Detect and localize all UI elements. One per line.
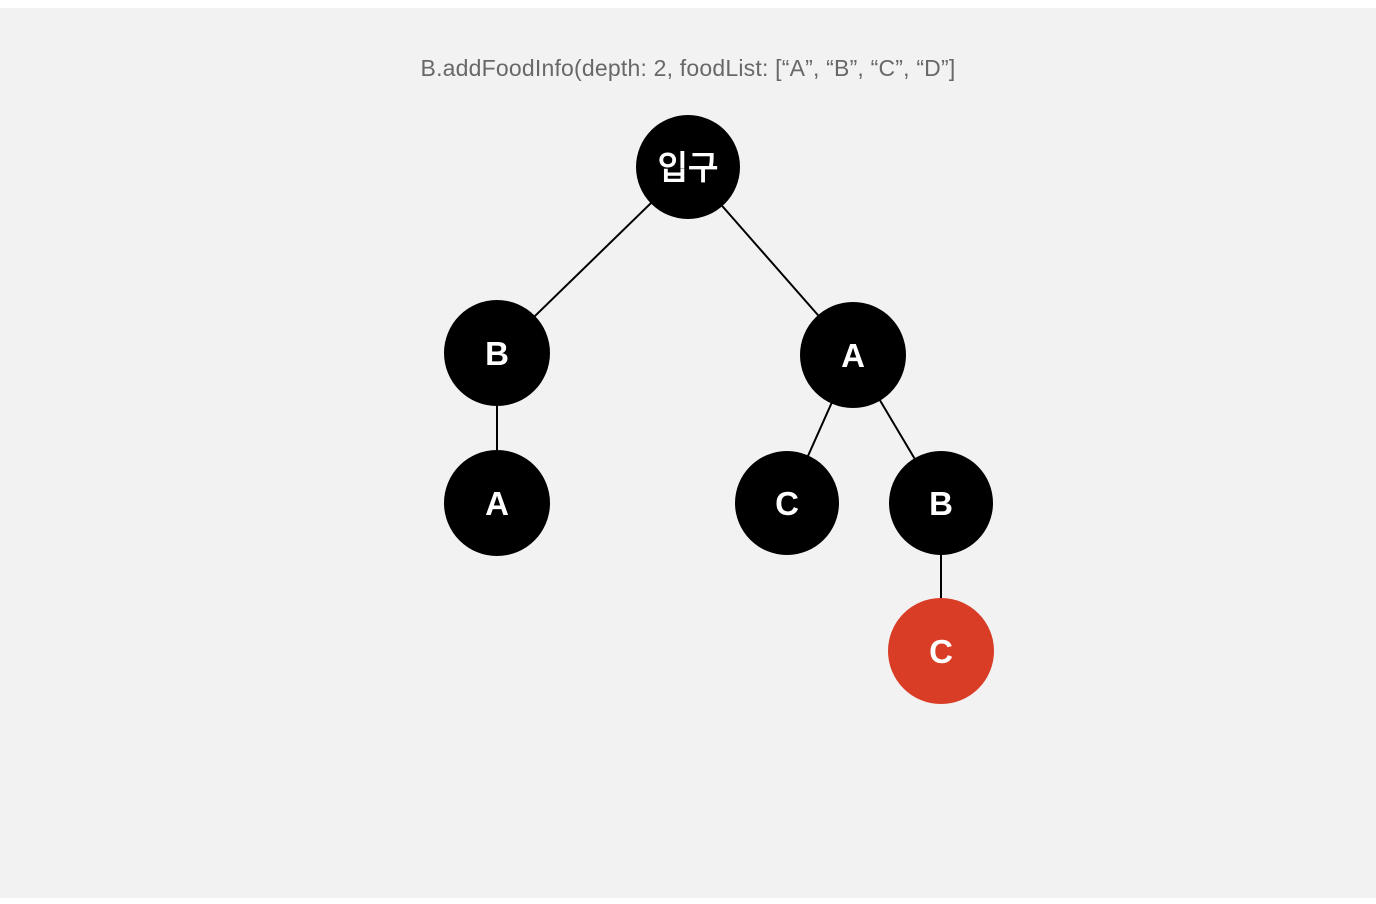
tree-node-c-right: C bbox=[735, 451, 839, 555]
tree-node-circle-b-right bbox=[889, 451, 993, 555]
tree-node-c-new: C bbox=[888, 598, 994, 704]
tree-node-circle-c-new bbox=[888, 598, 994, 704]
tree-node-label-b-right: B bbox=[929, 485, 953, 522]
tree-node-circle-b-left bbox=[444, 300, 550, 406]
tree-node-circle-root bbox=[636, 115, 740, 219]
tree-node-b-left: B bbox=[444, 300, 550, 406]
tree-node-circle-a-left-child bbox=[444, 450, 550, 556]
tree-node-circle-c-right bbox=[735, 451, 839, 555]
diagram-title: B.addFoodInfo(depth: 2, foodList: [“A”, … bbox=[420, 55, 956, 81]
tree-node-a-right: A bbox=[800, 302, 906, 408]
tree-node-circle-a-right bbox=[800, 302, 906, 408]
tree-node-label-a-right: A bbox=[841, 337, 865, 374]
tree-node-label-c-new: C bbox=[929, 633, 953, 670]
tree-node-a-left-child: A bbox=[444, 450, 550, 556]
tree-node-label-root: 입구 bbox=[658, 149, 719, 186]
tree-node-label-a-left-child: A bbox=[485, 485, 509, 522]
tree-node-b-right: B bbox=[889, 451, 993, 555]
tree-node-root: 입구 bbox=[636, 115, 740, 219]
tree-node-label-b-left: B bbox=[485, 335, 509, 372]
tree-node-label-c-right: C bbox=[775, 485, 799, 522]
